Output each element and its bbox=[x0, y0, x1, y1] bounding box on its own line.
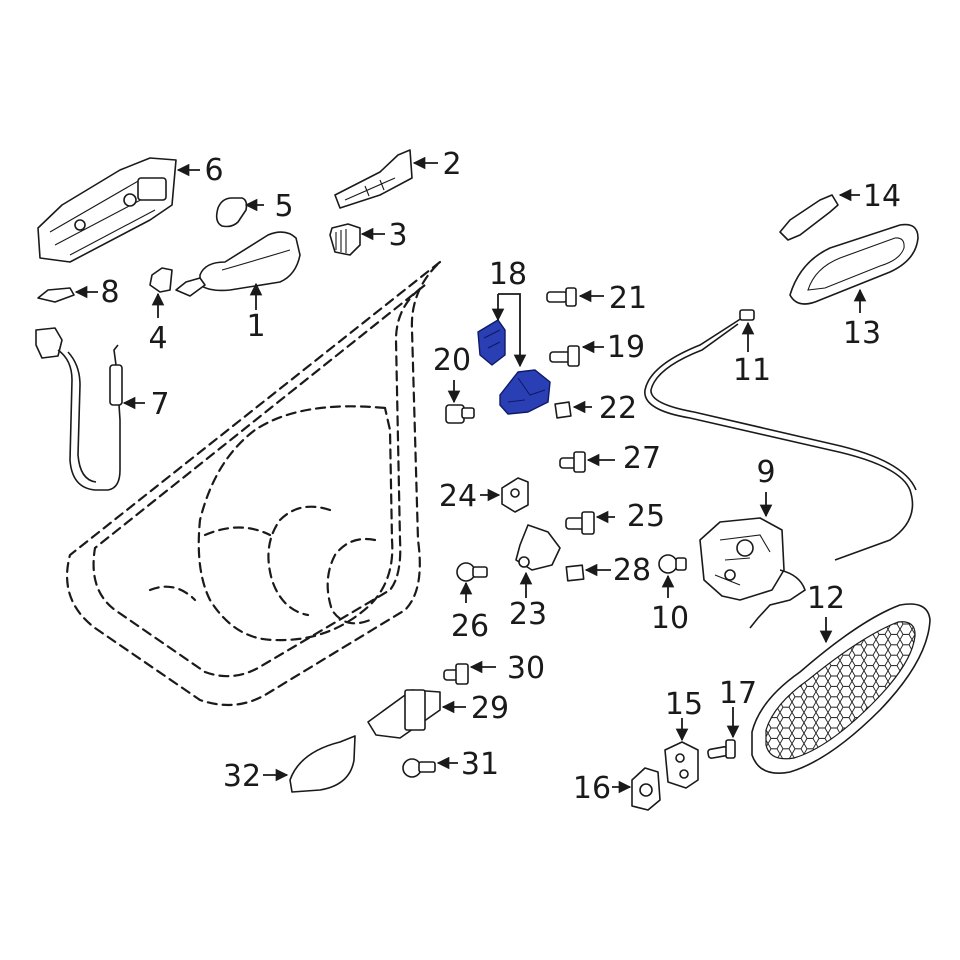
part-14-bracket bbox=[779, 194, 839, 241]
part-3-cap bbox=[329, 223, 361, 256]
part-1-outside-handle bbox=[175, 231, 301, 297]
part-23-bracket bbox=[515, 524, 561, 571]
bolt-10 bbox=[658, 554, 687, 574]
part-5-gasket bbox=[215, 197, 248, 228]
callout-32: 32 bbox=[223, 759, 261, 794]
door-panel-outline bbox=[66, 261, 441, 707]
callout-18: 18 bbox=[489, 257, 527, 292]
callout-25: 25 bbox=[627, 499, 665, 534]
callout-28: 28 bbox=[613, 553, 651, 588]
callout-17: 17 bbox=[719, 676, 757, 711]
callout-29: 29 bbox=[471, 691, 509, 726]
part-32-check-cover bbox=[289, 735, 356, 793]
callout-24: 24 bbox=[439, 479, 477, 514]
part-16-striker-cover bbox=[631, 767, 661, 811]
callout-8: 8 bbox=[100, 275, 119, 310]
callout-19: 19 bbox=[607, 330, 645, 365]
part-18-hinge-brackets-highlighted bbox=[477, 319, 551, 415]
callout-22: 22 bbox=[599, 391, 637, 426]
callout-12: 12 bbox=[807, 581, 845, 616]
callout-9: 9 bbox=[756, 455, 775, 490]
bolt-30 bbox=[443, 663, 469, 685]
part-15-striker-plate bbox=[664, 741, 699, 789]
part-9-door-latch bbox=[699, 517, 806, 629]
part-7-cable-assembly bbox=[35, 327, 123, 491]
bolt-27 bbox=[559, 451, 586, 473]
callout-13: 13 bbox=[843, 316, 881, 351]
callout-5: 5 bbox=[274, 189, 293, 224]
callout-6: 6 bbox=[204, 153, 223, 188]
part-29-door-check bbox=[367, 689, 441, 739]
callout-21: 21 bbox=[609, 281, 647, 316]
part-6-handle-bracket bbox=[37, 157, 177, 263]
callout-31: 31 bbox=[461, 747, 499, 782]
square-28 bbox=[565, 564, 585, 582]
bolt-31 bbox=[402, 758, 436, 778]
bolt-19 bbox=[549, 345, 580, 367]
part-13-inside-handle bbox=[789, 223, 919, 305]
bolt-21 bbox=[546, 287, 577, 307]
callout-10: 10 bbox=[651, 601, 689, 636]
bolt-26 bbox=[456, 562, 488, 582]
callout-27: 27 bbox=[623, 441, 661, 476]
part-8-clip bbox=[37, 287, 75, 303]
callout-7: 7 bbox=[150, 387, 169, 422]
part-24-bracket bbox=[501, 477, 529, 513]
part-11-release-cable bbox=[644, 309, 917, 561]
callout-11: 11 bbox=[733, 353, 771, 388]
callout-30: 30 bbox=[507, 651, 545, 686]
callout-3: 3 bbox=[388, 218, 407, 253]
leader-lines bbox=[74, 156, 867, 794]
callout-16: 16 bbox=[573, 771, 611, 806]
callout-23: 23 bbox=[509, 597, 547, 632]
part-2-reinforcement bbox=[334, 149, 413, 209]
callout-15: 15 bbox=[665, 687, 703, 722]
callout-2: 2 bbox=[442, 147, 461, 182]
part-4-seal bbox=[149, 267, 173, 293]
bolt-25 bbox=[565, 511, 595, 535]
part-17-bolt bbox=[707, 739, 736, 759]
callout-labels: 1 2 3 4 5 6 7 8 9 10 11 12 13 14 15 16 1… bbox=[100, 147, 901, 806]
callout-1: 1 bbox=[246, 309, 265, 344]
callout-26: 26 bbox=[451, 609, 489, 644]
square-22 bbox=[554, 401, 572, 419]
bolt-20 bbox=[445, 404, 475, 424]
callout-20: 20 bbox=[433, 343, 471, 378]
callout-14: 14 bbox=[863, 179, 901, 214]
callout-4: 4 bbox=[148, 321, 167, 356]
part-12-speaker-grille bbox=[751, 603, 931, 774]
